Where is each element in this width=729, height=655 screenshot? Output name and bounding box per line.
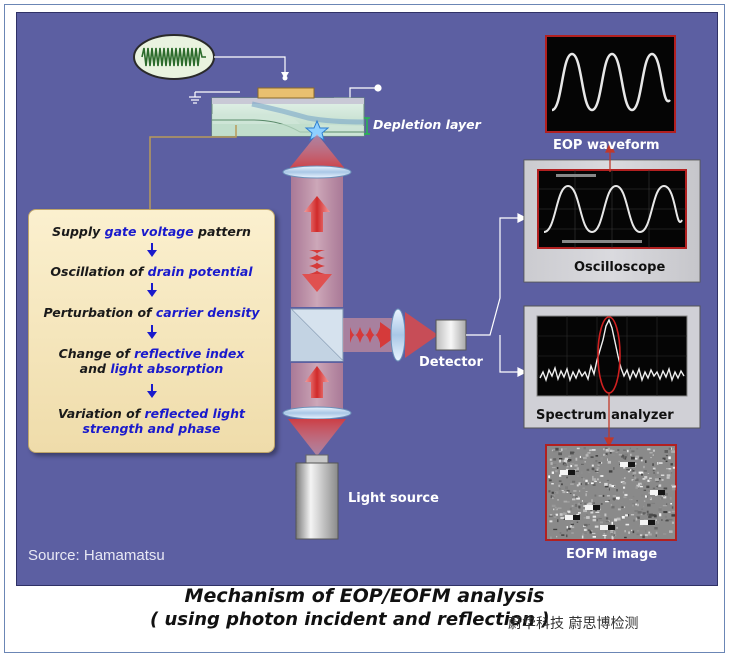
caption-subtitle: ( using photon incident and reflection ) bbox=[150, 609, 550, 630]
down-arrow-icon bbox=[147, 325, 157, 339]
right-wavy-arrow bbox=[350, 322, 398, 348]
flow-step-4: Change of reflective index and light abs… bbox=[58, 346, 245, 376]
feedback-line bbox=[149, 125, 237, 209]
flow-step-5: Variation of reflected light strength an… bbox=[57, 406, 245, 436]
depletion-layer-label: Depletion layer bbox=[373, 117, 481, 132]
caption-title: Mechanism of EOP/EOFM analysis bbox=[184, 585, 545, 607]
eop-waveform-label: EOP waveform bbox=[553, 138, 660, 153]
light-source-label: Light source bbox=[348, 491, 439, 506]
drain-terminal-icon bbox=[334, 84, 382, 99]
detector-box bbox=[435, 319, 467, 351]
ground-icon bbox=[189, 91, 240, 104]
beam-splitter bbox=[290, 308, 344, 362]
down-arrow-icon bbox=[147, 283, 157, 297]
up-arrow-upper bbox=[304, 196, 330, 232]
eofm-image bbox=[545, 444, 677, 541]
source-cone bbox=[288, 419, 346, 456]
detector-cone bbox=[405, 312, 438, 358]
up-arrow-lower bbox=[305, 366, 329, 398]
down-arrow-icon bbox=[147, 384, 157, 398]
flow-step-2: Oscillation of drain potential bbox=[50, 264, 253, 279]
source-credit: Source: Hamamatsu bbox=[28, 547, 165, 564]
mechanism-flow-box: Supply gate voltage pattern Oscillation … bbox=[28, 209, 275, 453]
watermark-text: 蔚华科技 蔚思博检测 bbox=[508, 616, 639, 632]
gate-wire bbox=[214, 56, 286, 78]
signal-generator-icon bbox=[133, 34, 215, 80]
down-wavy-arrow bbox=[302, 250, 332, 292]
eop-waveform-screen bbox=[545, 35, 676, 133]
oscilloscope-screen bbox=[537, 169, 687, 249]
eofm-image-label: EOFM image bbox=[566, 547, 658, 562]
flow-step-3: Perturbation of carrier density bbox=[43, 305, 260, 320]
depletion-bracket bbox=[364, 117, 370, 135]
objective-lens-bottom bbox=[282, 406, 352, 420]
objective-lens-top bbox=[282, 165, 352, 179]
collector-lens bbox=[390, 308, 406, 362]
light-source-icon bbox=[295, 454, 339, 540]
waveform-connector bbox=[604, 142, 616, 172]
detector-label: Detector bbox=[419, 355, 483, 370]
eofm-connector bbox=[603, 393, 615, 448]
device-cross-section bbox=[211, 87, 365, 137]
spectrum-analyzer-label: Spectrum analyzer bbox=[536, 408, 674, 423]
down-arrow-icon bbox=[147, 243, 157, 257]
oscilloscope-label: Oscilloscope bbox=[574, 260, 666, 275]
focus-cone-top bbox=[288, 134, 346, 170]
detector-branches bbox=[466, 213, 528, 377]
spectrum-screen bbox=[536, 315, 688, 397]
flow-step-1: Supply gate voltage pattern bbox=[52, 224, 251, 239]
